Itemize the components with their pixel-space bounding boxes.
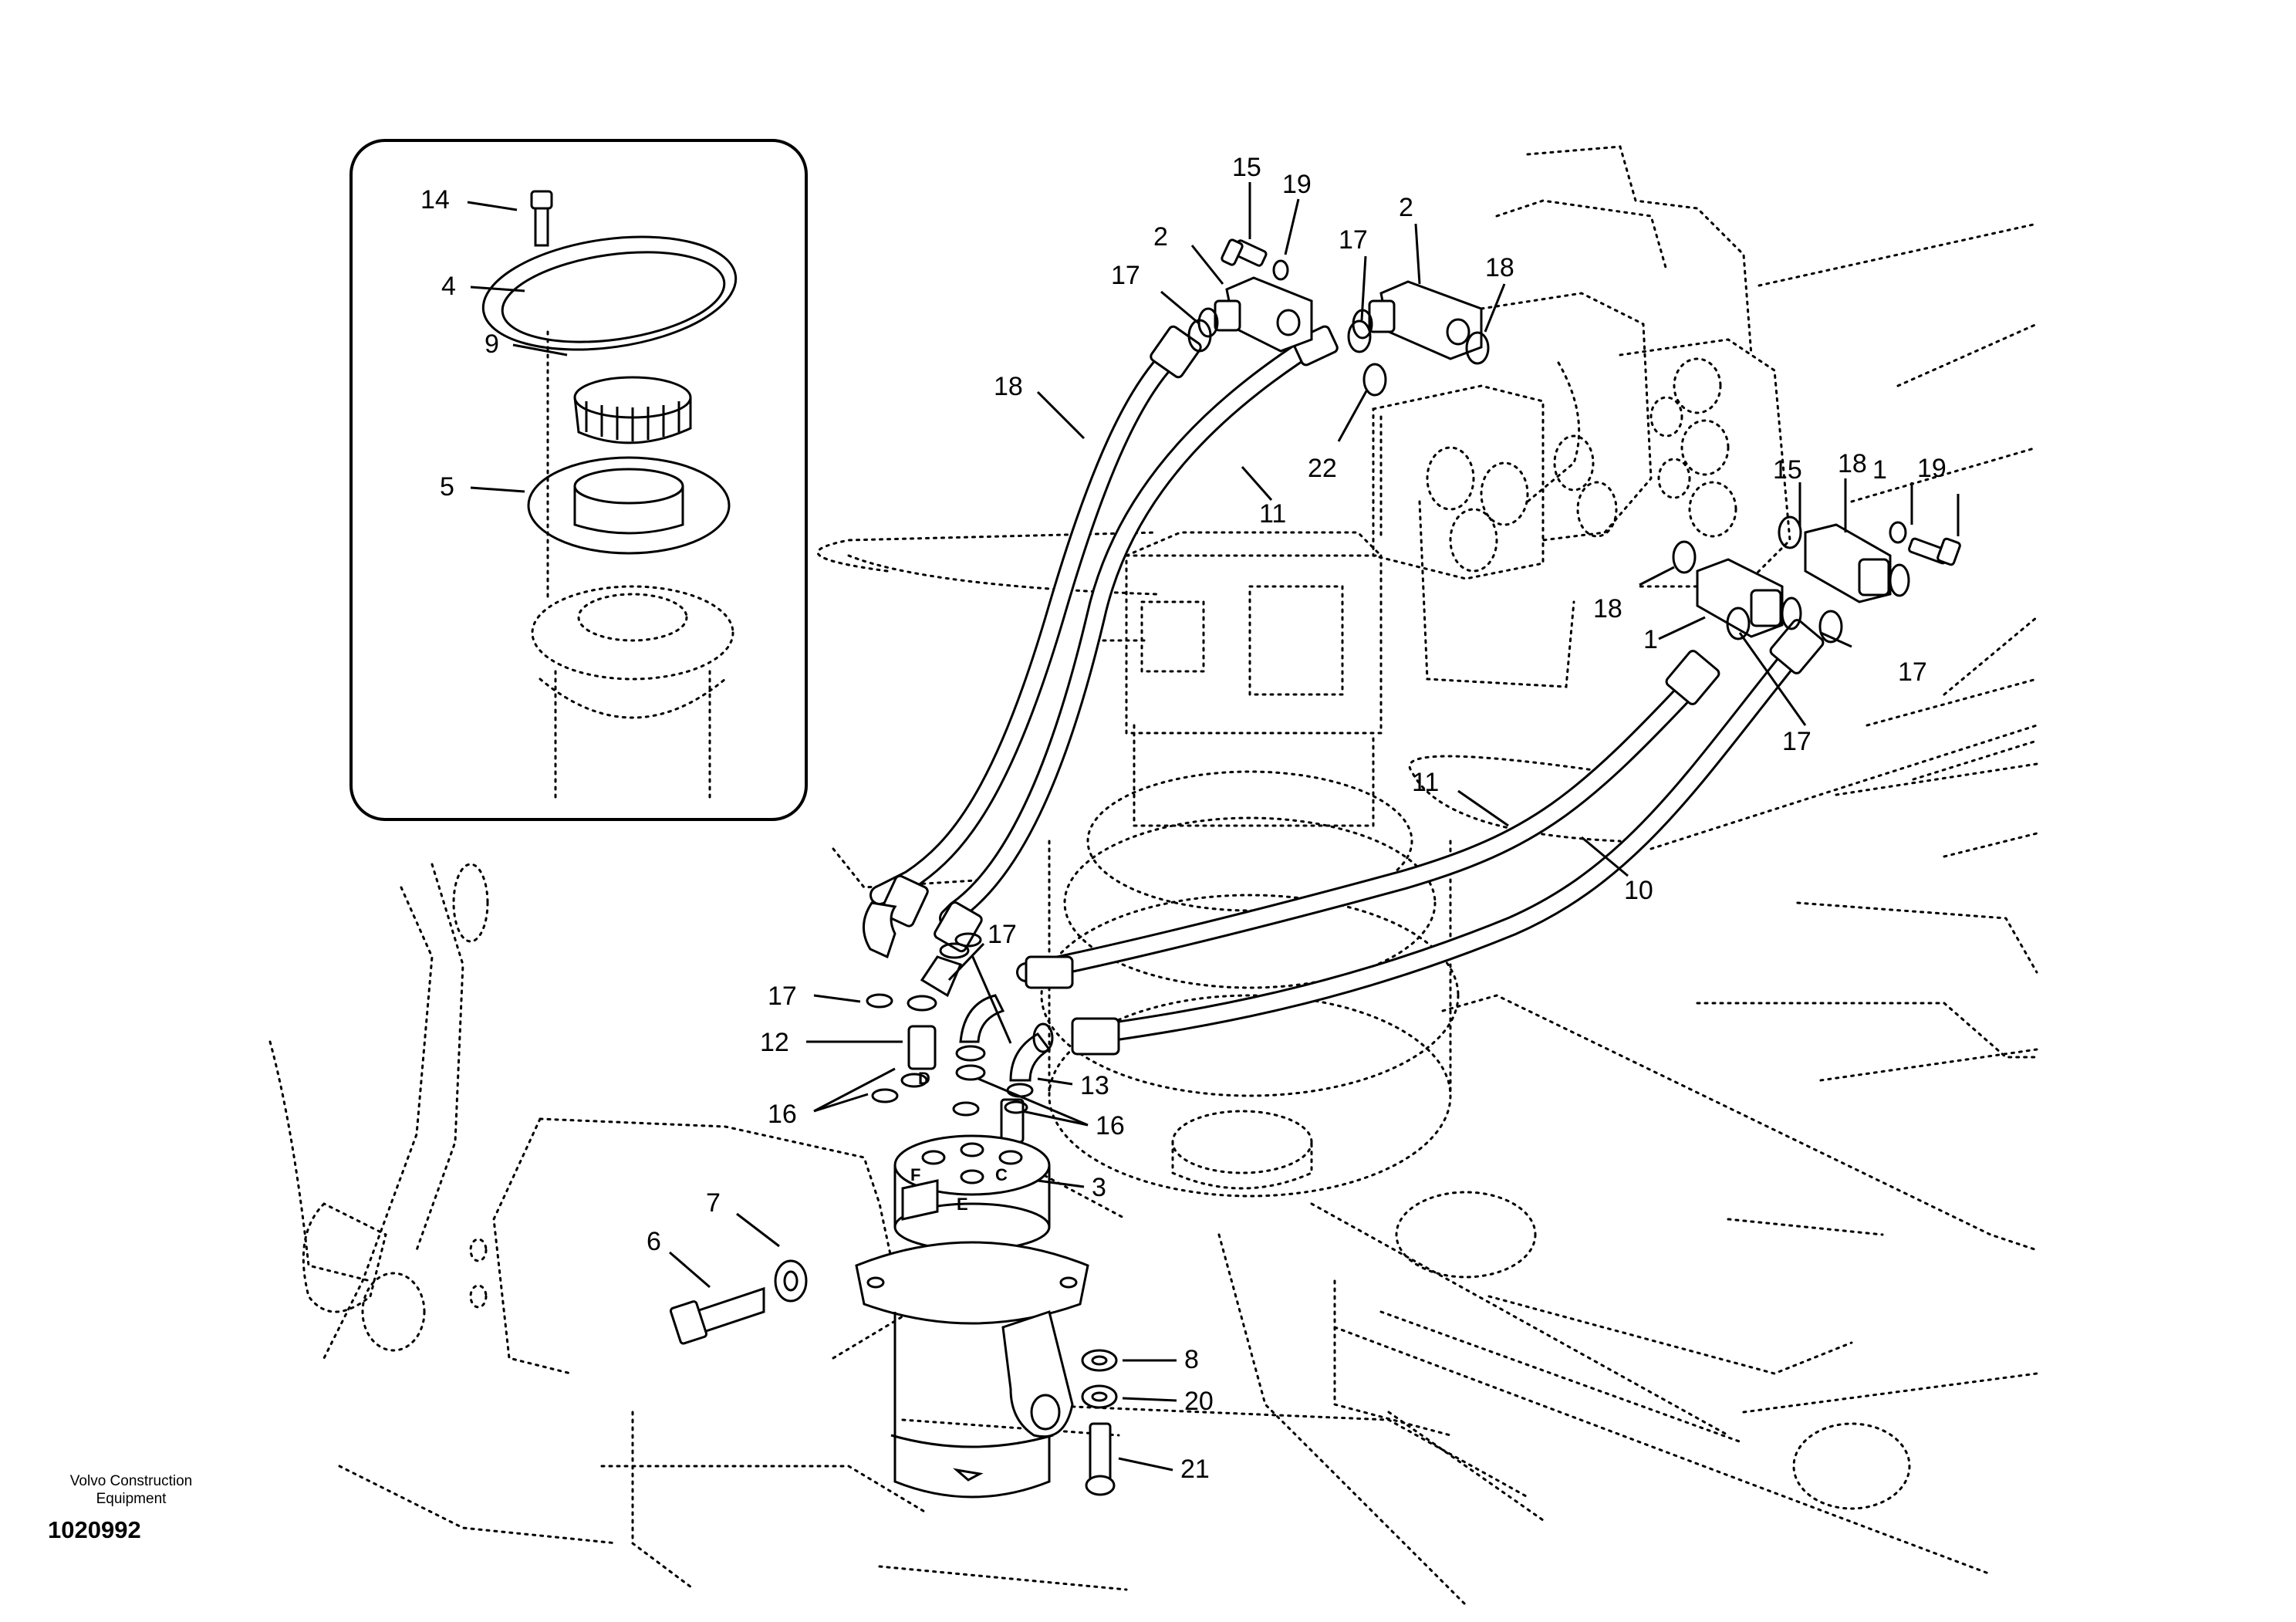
bolt-6-nut-7 (669, 1259, 808, 1345)
hose-10 (1086, 638, 1808, 1044)
callout-1: 18 (1838, 449, 1867, 478)
callout-17: 17 (768, 982, 797, 1011)
callout-7: 7 (706, 1188, 721, 1218)
company-name: Volvo Construction Equipment (31, 1472, 231, 1508)
callout-18: 18 (1593, 594, 1622, 623)
callout-11: 11 (1412, 768, 1439, 797)
document-number: 1020992 (48, 1516, 141, 1543)
hose-11-lower (1016, 669, 1707, 982)
inset-box (349, 139, 808, 821)
callout-labels: 14 4 9 5 15 19 2 2 17 17 18 18 11 22 18 … (420, 153, 1947, 1484)
callout-18: 18 (1485, 253, 1514, 282)
o-rings-right (1672, 515, 1843, 644)
callout-10: 10 (1624, 876, 1653, 905)
leader-lines (467, 182, 1960, 1472)
callout-11: 18 (994, 372, 1023, 401)
callout-3: 3 (1092, 1173, 1106, 1202)
callout-18: 22 (1308, 454, 1337, 483)
machine-frame-background (268, 222, 2038, 1607)
callout-17: 17 (1339, 225, 1368, 255)
callout-16: 16 (768, 1100, 797, 1129)
callout-20: 20 (1184, 1387, 1214, 1416)
callout-21: 21 (1180, 1455, 1210, 1484)
callout-2: 2 (1153, 222, 1168, 252)
callout-14: 14 (420, 185, 450, 215)
callout-17: 17 (988, 920, 1017, 949)
hose-11-upper (869, 337, 1190, 905)
callout-19: 1 (1872, 455, 1887, 485)
flange-2-right (1352, 280, 1483, 360)
port-label-e: E (957, 1195, 968, 1214)
callout-13: 13 (1080, 1071, 1109, 1100)
center-swivel-joint (855, 1134, 1089, 1499)
o-rings-upper (1187, 319, 1490, 397)
hose-fitting-lower (1025, 619, 1825, 1056)
flange-2-left (1197, 276, 1313, 353)
callout-17: 17 (1898, 657, 1927, 687)
hose-22 (939, 329, 1329, 928)
callout-12: 12 (760, 1028, 789, 1057)
washer-8-20-bolt-21 (1081, 1349, 1118, 1496)
callout-19: 19 (1282, 170, 1312, 199)
bolt-15-right (1889, 521, 1961, 566)
company-name-line-1: Volvo Construction (69, 1473, 193, 1489)
port-label-d: D (918, 1069, 930, 1088)
callout-15: 15 (1232, 153, 1261, 182)
callout-5: 5 (440, 472, 454, 502)
bolt-15-upper (1221, 238, 1289, 281)
callout-16: 16 (1096, 1111, 1125, 1140)
flange-1-upper (1804, 523, 1910, 603)
port-label-f: F (910, 1165, 920, 1184)
port-label-c: C (995, 1165, 1008, 1184)
callout-22: 11 (1259, 499, 1286, 529)
fittings-swivel-top (866, 932, 1054, 1144)
hose-fitting-upper-11 (863, 325, 1202, 959)
callout-17: 17 (1111, 261, 1140, 290)
swing-motor (1040, 531, 1460, 1198)
callout-6: 6 (647, 1227, 661, 1256)
callout-15: 19 (1917, 454, 1947, 483)
callout-4: 4 (441, 272, 456, 301)
port-labels: D F C E (910, 1069, 1008, 1214)
callout-8: 8 (1184, 1345, 1199, 1374)
callout-18: 15 (1773, 455, 1802, 485)
flange-1-lower (1696, 558, 1802, 638)
callout-17: 17 (1782, 727, 1811, 756)
company-name-line-2: Equipment (96, 1491, 167, 1507)
callout-1: 1 (1643, 625, 1658, 654)
callout-2: 2 (1399, 193, 1413, 222)
callout-9: 9 (485, 329, 499, 359)
